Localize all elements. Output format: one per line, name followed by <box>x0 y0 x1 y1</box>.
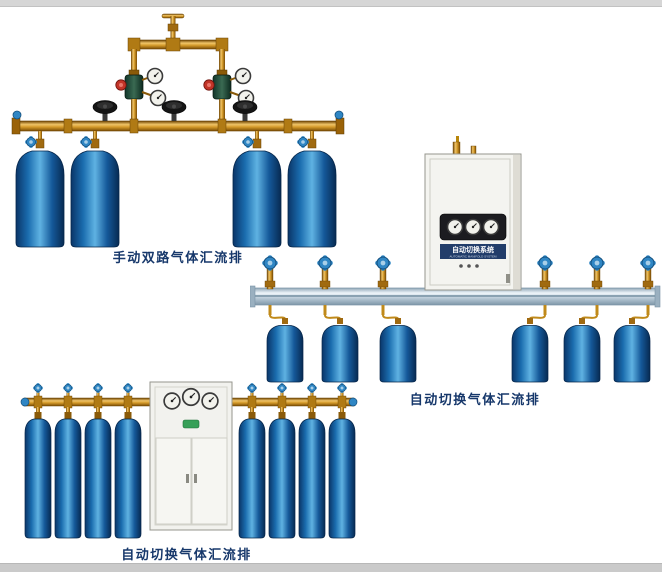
rail-valve-station <box>261 254 304 383</box>
cylinder-station <box>24 382 52 539</box>
door-handle <box>194 474 197 483</box>
handwheel-valve <box>232 100 258 122</box>
pressure-gauge-icon <box>181 387 201 407</box>
bottom-border-strip <box>0 563 662 572</box>
rail-valve-station <box>374 254 417 383</box>
gas-cylinder <box>321 325 359 383</box>
switch-cabinet <box>149 381 233 531</box>
pressure-gauge-icon <box>201 392 219 410</box>
pipe-end-cap-left <box>12 110 22 120</box>
cabinet-label-en: AUTOMATIC MANIFOLD SYSTEM <box>450 255 497 259</box>
gas-cylinder <box>511 325 549 383</box>
cylinder-station <box>298 382 326 539</box>
pipe-end-cap <box>20 397 30 407</box>
gas-cylinder <box>15 150 65 248</box>
cylinder-station <box>238 382 266 539</box>
manual-dual-manifold-illustration <box>11 13 345 248</box>
gas-cylinder-station <box>287 131 337 248</box>
gas-cylinder-station <box>232 131 282 248</box>
cabinet-handle <box>506 274 510 283</box>
cylinder-station <box>328 382 356 539</box>
pressure-regulator-left <box>116 69 166 126</box>
caption-auto-switch-bottom: 自动切换气体汇流排 <box>121 547 252 562</box>
gas-cylinder <box>563 325 601 383</box>
auto-switch-manifold-illustration: 自动切换系统 AUTOMATIC MANIFOLD SYSTEM <box>250 136 661 383</box>
gas-cylinder <box>613 325 651 383</box>
cabinet-door-left <box>155 437 192 525</box>
cylinder-station <box>114 382 142 539</box>
cabinet-door-right <box>191 437 228 525</box>
rail-valve-station <box>511 254 554 383</box>
gas-cylinder-station <box>70 131 120 248</box>
gas-cylinder <box>54 418 82 539</box>
gas-cylinder <box>84 418 112 539</box>
gas-cylinder <box>70 150 120 248</box>
gas-cylinder <box>298 418 326 539</box>
indicator-dot <box>467 264 471 268</box>
pipe-end-cap <box>348 397 358 407</box>
cylinder-station <box>268 382 296 539</box>
gas-cylinder <box>266 325 304 383</box>
pipe-end-cap-right <box>334 110 344 120</box>
handwheel-valve <box>161 100 187 122</box>
rail-valve-station <box>613 254 657 383</box>
pressure-gauge-icon <box>446 218 464 236</box>
auto-switch-cabinet-illustration <box>20 381 358 539</box>
top-inlet-valve <box>161 13 185 43</box>
top-border-strip <box>0 0 662 7</box>
cabinet-label-strip <box>440 244 506 259</box>
indicator-dot <box>475 264 479 268</box>
rail-valve-station <box>563 254 606 383</box>
gas-cylinder <box>328 418 356 539</box>
gas-cylinder <box>114 418 142 539</box>
cylinder-station <box>84 382 112 539</box>
gas-cylinder <box>268 418 296 539</box>
handwheel-valve <box>92 100 118 122</box>
rail-valve-station <box>316 254 359 383</box>
door-handle <box>186 474 189 483</box>
caption-manual-dual: 手动双路气体汇流排 <box>112 250 244 265</box>
right-manifold-pipe <box>229 397 358 407</box>
gas-cylinder <box>238 418 266 539</box>
pressure-gauge-icon <box>163 392 181 410</box>
pressure-gauge-icon <box>482 218 500 236</box>
pressure-gauge-icon <box>464 218 482 236</box>
gas-cylinder <box>379 325 417 383</box>
gas-cylinder-station <box>15 131 65 248</box>
gas-cylinder <box>24 418 52 539</box>
main-manifold-pipe <box>11 110 345 135</box>
cabinet-label-cn: 自动切换系统 <box>452 245 494 254</box>
green-indicator <box>182 419 200 429</box>
control-cabinet: 自动切换系统 AUTOMATIC MANIFOLD SYSTEM <box>424 136 522 291</box>
indicator-dot <box>459 264 463 268</box>
upper-header-pipe <box>127 37 229 71</box>
cylinder-station <box>54 382 82 539</box>
caption-auto-switch-right: 自动切换气体汇流排 <box>409 392 541 407</box>
